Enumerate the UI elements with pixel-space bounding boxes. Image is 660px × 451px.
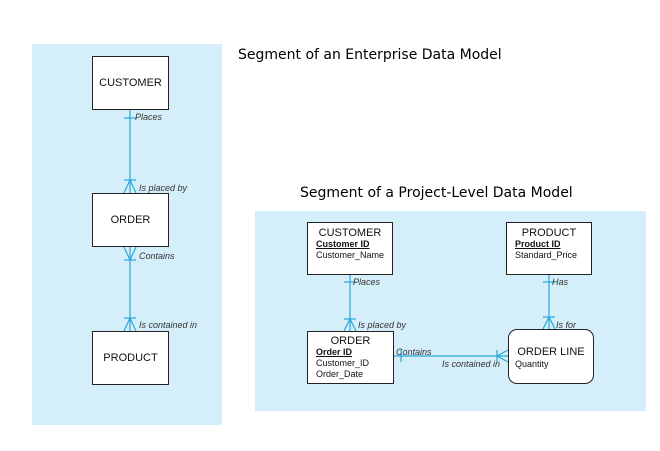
enterprise-customer-entity: CUSTOMER [92,56,169,110]
project-order-entity: ORDER Order ID Customer_ID Order_Date [307,331,394,384]
enterprise-rel-contains: Contains [139,251,175,261]
entity-name: ORDER LINE [517,346,585,358]
entity-name: PRODUCT [103,352,158,364]
project-model-title: Segment of a Project-Level Data Model [300,185,573,201]
enterprise-order-entity: ORDER [92,193,169,247]
project-customer-entity: CUSTOMER Customer ID Customer_Name [307,222,393,275]
project-rel-places: Places [353,277,381,287]
entity-attribute: Quantity [515,359,549,369]
entity-attribute: Standard_Price [515,250,578,260]
project-rel-is-contained-in: Is contained in [442,359,501,369]
project-rel-is-placed-by: Is placed by [358,320,407,330]
entity-attribute: Customer_ID [316,358,370,368]
enterprise-rel-is-placed-by: Is placed by [139,183,188,193]
entity-key: Product ID [515,239,561,249]
project-order-line-entity: ORDER LINE Quantity [508,329,594,384]
project-rel-contains: Contains [396,347,432,357]
project-product-entity: PRODUCT Product ID Standard_Price [506,222,592,275]
entity-attribute: Order_Date [316,369,364,379]
enterprise-product-entity: PRODUCT [92,331,169,385]
project-rel-has: Has [552,277,569,287]
entity-attribute: Customer_Name [316,250,385,260]
entity-key: Customer ID [316,239,370,249]
enterprise-model-title: Segment of an Enterprise Data Model [238,47,502,63]
entity-name: CUSTOMER [318,227,382,239]
project-rel-is-for: Is for [556,320,577,330]
entity-name: CUSTOMER [99,77,162,89]
enterprise-rel-places: Places [135,112,163,122]
enterprise-rel-is-contained-in: Is contained in [139,320,198,330]
entity-name: ORDER [110,214,151,226]
entity-name: PRODUCT [521,227,577,239]
entity-name: ORDER [330,335,371,347]
entity-key: Order ID [316,347,353,357]
